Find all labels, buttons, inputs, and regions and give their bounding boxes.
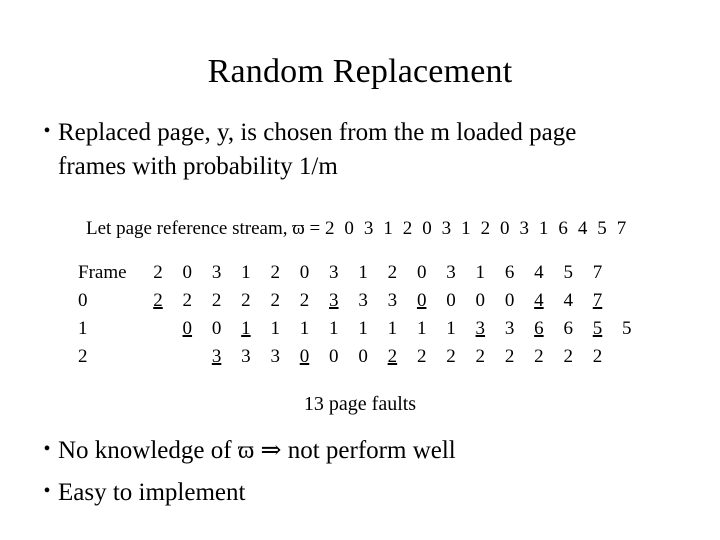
table-cell: 2 [182,290,193,311]
table-header-cell: 3 [211,262,222,283]
varpi-symbol: ϖ [292,218,305,239]
table-cell: 2 [446,346,456,367]
table-cell: 2 [504,346,515,367]
table-cell: 0 [299,346,310,367]
table-cell: 2 [299,290,310,311]
bullet-marker-icon: • [43,120,51,142]
table-cell: 1 [446,318,456,339]
table-cell: 0 [329,346,339,367]
bullet-item-no-knowledge: • No knowledge of ϖ ⇒ not perform well [36,434,696,468]
table-cell: 1 [270,318,280,339]
table-cell: 1 [416,318,427,339]
table-cell: 0 [504,290,515,311]
table-cell: 3 [387,290,398,311]
table-cell: 0 [182,318,193,339]
table-header-cell: 0 [416,262,427,283]
table-header-label: Frame [78,262,127,283]
table-cell: 3 [504,318,515,339]
row-label: 0 [78,290,88,311]
page-faults-count: 13 page faults [303,393,417,415]
page-title: Random Replacement [207,53,513,90]
table-cell: 6 [563,318,573,339]
table-cell: 0 [416,290,427,311]
table-header-cell: 0 [182,262,193,283]
table-cell: 2 [153,290,163,311]
table-header-cell: 7 [592,262,603,283]
reference-stream-values: 2 0 3 1 2 0 3 1 2 0 3 1 6 4 5 7 [324,218,629,239]
table-cell: 2 [416,346,427,367]
table-cell: 2 [270,290,280,311]
table-cell: 1 [387,318,398,339]
equals-sign: = [304,218,325,239]
table-cell: 2 [592,346,603,367]
table-header-cell: 2 [270,262,280,283]
table-cell: 5 [592,318,603,339]
table-header-cell: 1 [358,262,368,283]
reference-stream-line: Let page reference stream, ϖ = 2 0 3 1 2… [86,216,629,242]
row-label: 2 [78,346,88,367]
bullet-marker-icon: • [43,480,51,502]
table-header-cell: 3 [446,262,456,283]
table-cell: 3 [358,290,368,311]
table-cell: 2 [387,346,398,367]
table-cell: 2 [563,346,573,367]
table-cell: 4 [534,290,544,311]
table-cell: 4 [563,290,573,311]
table-cell: 1 [299,318,310,339]
table-cell: 3 [241,346,251,367]
table-cell: 3 [475,318,486,339]
table-cell: 0 [475,290,486,311]
table-cell: 0 [358,346,368,367]
table-header-cell: 1 [241,262,251,283]
bullet-text: No knowledge of ϖ ⇒ not perform well [58,437,456,464]
table-cell: 5 [622,318,632,339]
reference-stream-label: Let page reference stream, [86,218,293,239]
bullet-marker-icon: • [43,438,51,460]
table-cell: 0 [446,290,456,311]
table-cell: 0 [211,318,222,339]
table-header-cell: 1 [475,262,486,283]
table-cell: 2 [475,346,486,367]
table-cell: 7 [592,290,603,311]
table-cell: 1 [329,318,339,339]
table-cell: 3 [329,290,339,311]
bullet-item-replaced-page: • Replaced page, y, is chosen from the m… [36,116,676,184]
table-header-cell: 5 [563,262,573,283]
table-header-cell: 3 [329,262,339,283]
table-header-cell: 0 [299,262,310,283]
table-header-cell: 2 [387,262,398,283]
table-cell: 2 [534,346,544,367]
table-cell: 2 [241,290,251,311]
table-cell: 3 [270,346,280,367]
table-header-cell: 2 [153,262,163,283]
bullet-text: Easy to implement [58,479,246,506]
table-cell: 6 [534,318,544,339]
table-header-cell: 6 [504,262,515,283]
table-cell: 3 [211,346,222,367]
bullet-item-easy-to-implement: • Easy to implement [36,476,696,510]
table-cell: 2 [211,290,222,311]
table-cell: 1 [358,318,368,339]
table-header-cell: 4 [534,262,544,283]
bullet-text: Replaced page, y, is chosen from the m l… [58,119,577,180]
row-label: 1 [78,318,88,339]
table-cell: 1 [241,318,251,339]
